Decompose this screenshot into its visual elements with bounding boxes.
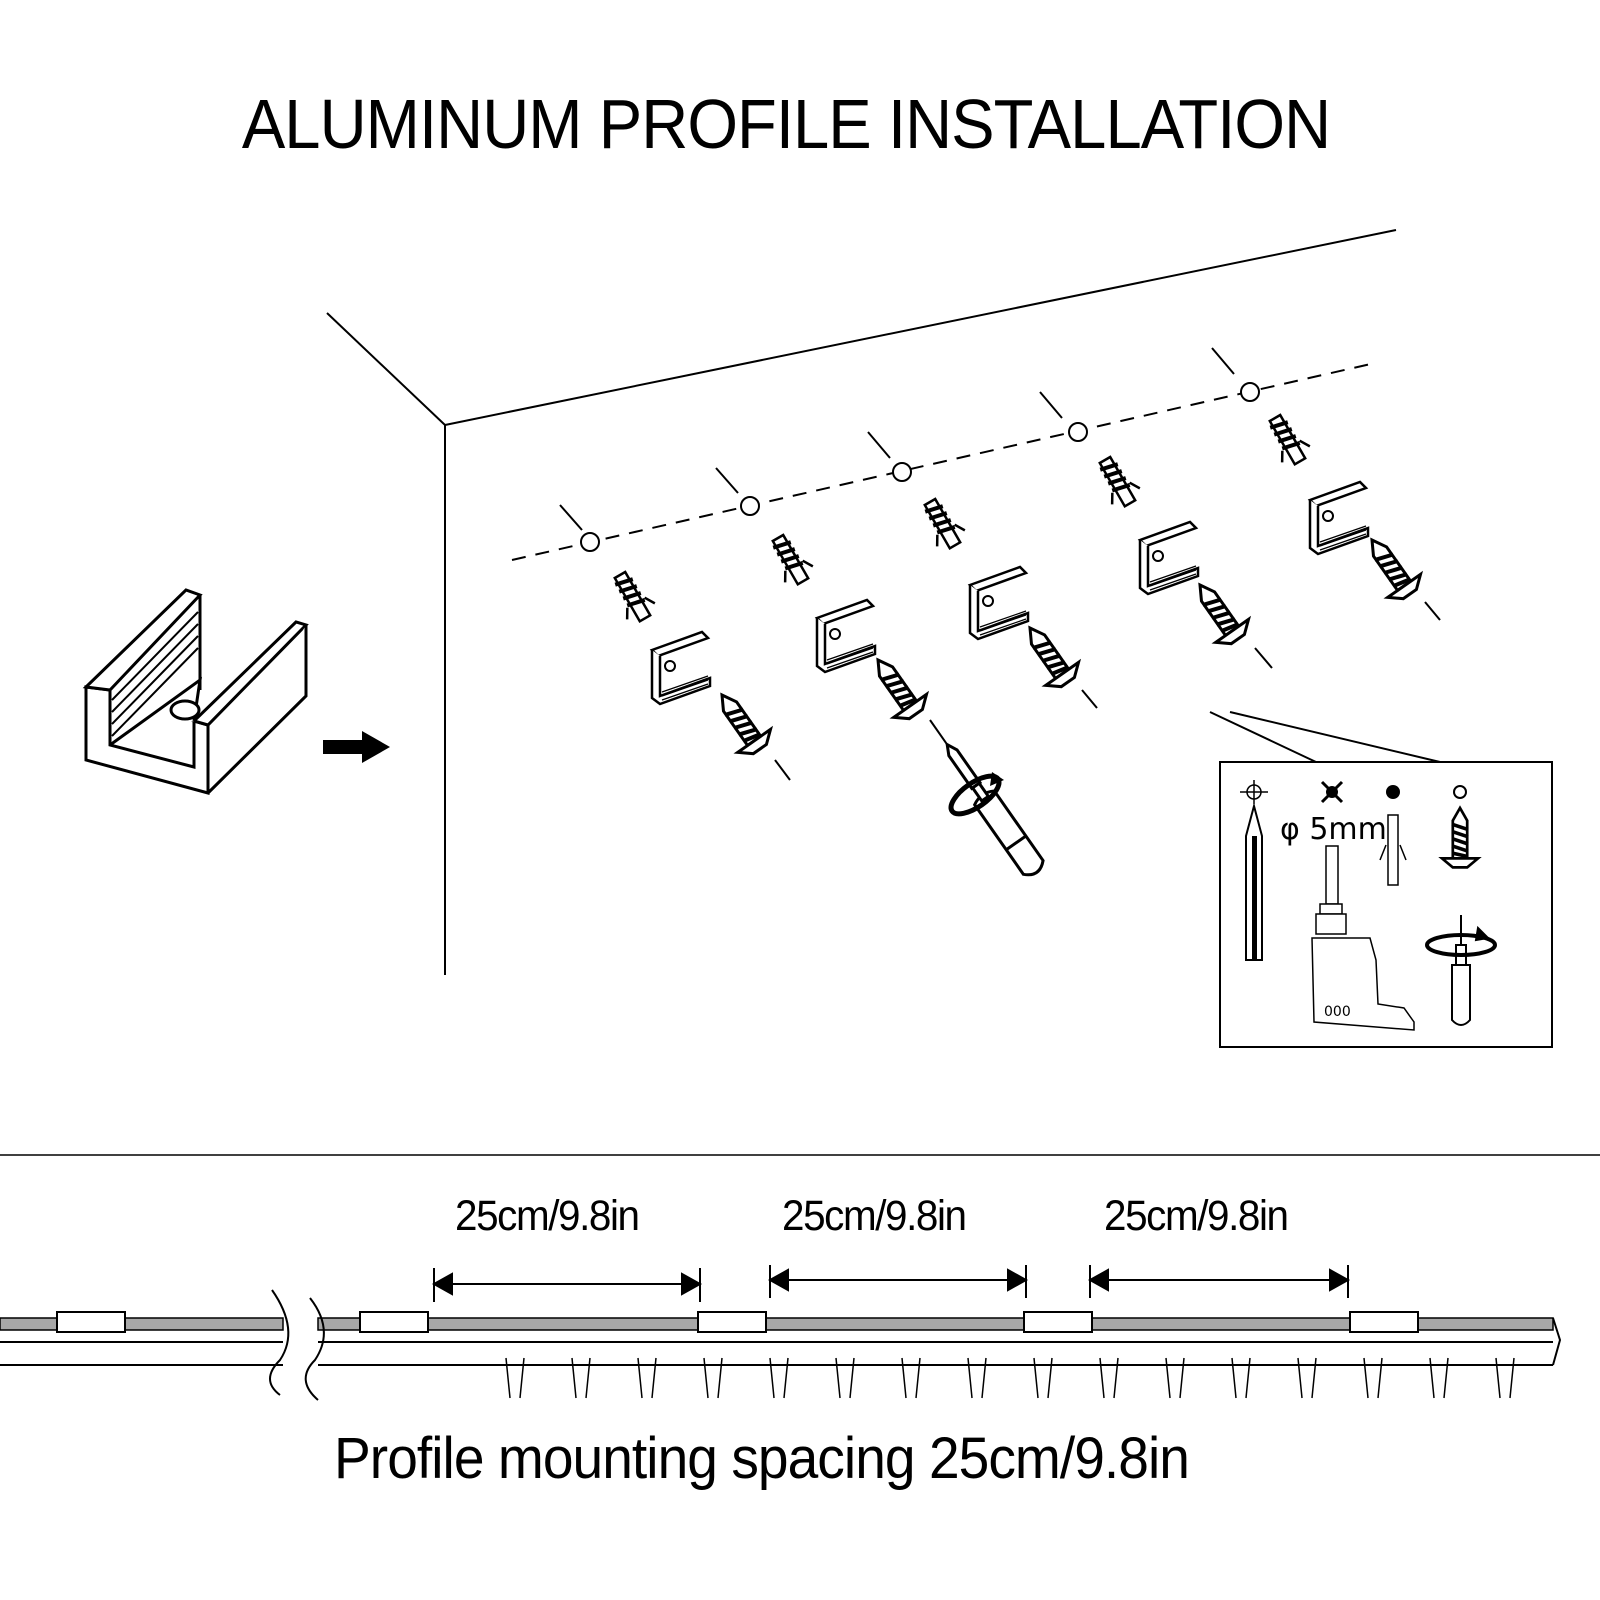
break-mark	[304, 1297, 325, 1401]
light-ray	[901, 1357, 907, 1399]
dimension-label: 25cm/9.8in	[782, 1192, 967, 1240]
guide-dashed-line	[511, 362, 1376, 561]
wall-outline	[326, 229, 1397, 975]
light-ray	[1377, 1357, 1383, 1399]
x-marker-icon	[1320, 780, 1344, 804]
mounting-point	[715, 467, 935, 728]
light-ray	[849, 1357, 855, 1399]
light-ray	[519, 1357, 525, 1399]
dimension-label: 25cm/9.8in	[455, 1192, 640, 1240]
mounting-point	[1211, 347, 1441, 621]
mounting-point	[1039, 391, 1273, 669]
page-title: ALUMINUM PROFILE INSTALLATION	[241, 85, 1331, 163]
mounting-point	[867, 431, 1098, 709]
dimension-arrow	[767, 1265, 1029, 1298]
light-ray	[703, 1357, 709, 1399]
light-ray	[1231, 1357, 1237, 1399]
rail-clip	[359, 1311, 429, 1333]
light-ray	[505, 1357, 511, 1399]
light-ray	[967, 1357, 973, 1399]
light-ray	[571, 1357, 577, 1399]
wall-plug-icon	[1379, 814, 1407, 886]
profile-rail	[0, 1289, 1562, 1401]
light-ray	[717, 1357, 723, 1399]
light-ray	[1443, 1357, 1449, 1399]
screwdriver-icon	[929, 719, 1045, 877]
light-rays	[505, 1357, 1515, 1399]
svg-text:000: 000	[1324, 1004, 1351, 1020]
light-ray	[1179, 1357, 1185, 1399]
break-mark	[269, 1289, 290, 1396]
dimension-arrow	[431, 1268, 703, 1302]
light-ray	[1363, 1357, 1369, 1399]
light-ray	[1099, 1357, 1105, 1399]
rotation-arrow-icon	[948, 772, 1004, 817]
open-dot-marker-icon	[1453, 785, 1467, 799]
light-ray	[1495, 1357, 1501, 1399]
rail-clip	[1023, 1311, 1093, 1333]
light-ray	[637, 1357, 643, 1399]
drill-size-label: φ 5mm	[1280, 812, 1387, 847]
light-ray	[1047, 1357, 1053, 1399]
dimension-label: 25cm/9.8in	[1104, 1192, 1289, 1240]
light-ray	[1311, 1357, 1317, 1399]
filled-dot-marker-icon	[1386, 785, 1400, 799]
light-ray	[585, 1357, 591, 1399]
screw-icon	[1440, 806, 1480, 870]
light-ray	[915, 1357, 921, 1399]
light-ray	[651, 1357, 657, 1399]
rail-clip	[56, 1311, 126, 1333]
light-ray	[1113, 1357, 1119, 1399]
screwdriver-rotate-icon	[1425, 915, 1497, 1026]
rail-clip	[697, 1311, 767, 1333]
light-ray	[1509, 1357, 1515, 1399]
light-ray	[783, 1357, 789, 1399]
pencil-icon	[1245, 802, 1263, 961]
light-ray	[1033, 1357, 1039, 1399]
light-ray	[1429, 1357, 1435, 1399]
detail-inset: 000	[1209, 711, 1553, 1048]
crosshair-marker-icon	[1240, 780, 1268, 804]
dimension-arrow	[1087, 1265, 1351, 1298]
light-ray	[1245, 1357, 1251, 1399]
right-arrow-icon	[323, 731, 390, 763]
caption: Profile mounting spacing 25cm/9.8in	[334, 1426, 1190, 1491]
light-ray	[1165, 1357, 1171, 1399]
light-ray	[769, 1357, 775, 1399]
mounting-point	[559, 504, 791, 781]
light-ray	[835, 1357, 841, 1399]
rail-clip	[1349, 1311, 1419, 1333]
light-ray	[1297, 1357, 1303, 1399]
drill-icon: 000	[1311, 845, 1415, 1031]
u-clip-icon	[82, 588, 309, 795]
light-ray	[981, 1357, 987, 1399]
